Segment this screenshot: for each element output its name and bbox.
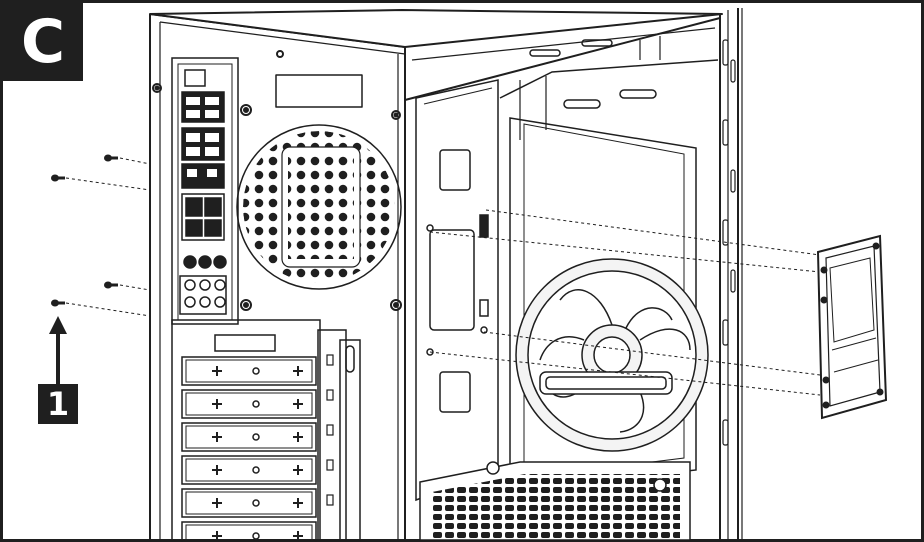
pc-case-rear-view-icon [149,8,743,540]
expansion-slot-covers-icon [171,319,361,542]
drive-guide-lines [429,209,821,396]
rear-fan-vent-mesh [236,124,402,290]
up-arrow-icon [49,316,67,386]
screw-icon [51,154,118,307]
case-fan-icon [515,258,709,452]
screw-guide-lines [65,157,151,317]
psu-shroud-mesh [419,461,691,541]
hard-drive-icon [816,234,888,420]
step-letter-badge: C [3,3,83,81]
callout-number-badge: 1 [38,384,78,424]
motherboard-io-panel-icon [171,57,239,325]
